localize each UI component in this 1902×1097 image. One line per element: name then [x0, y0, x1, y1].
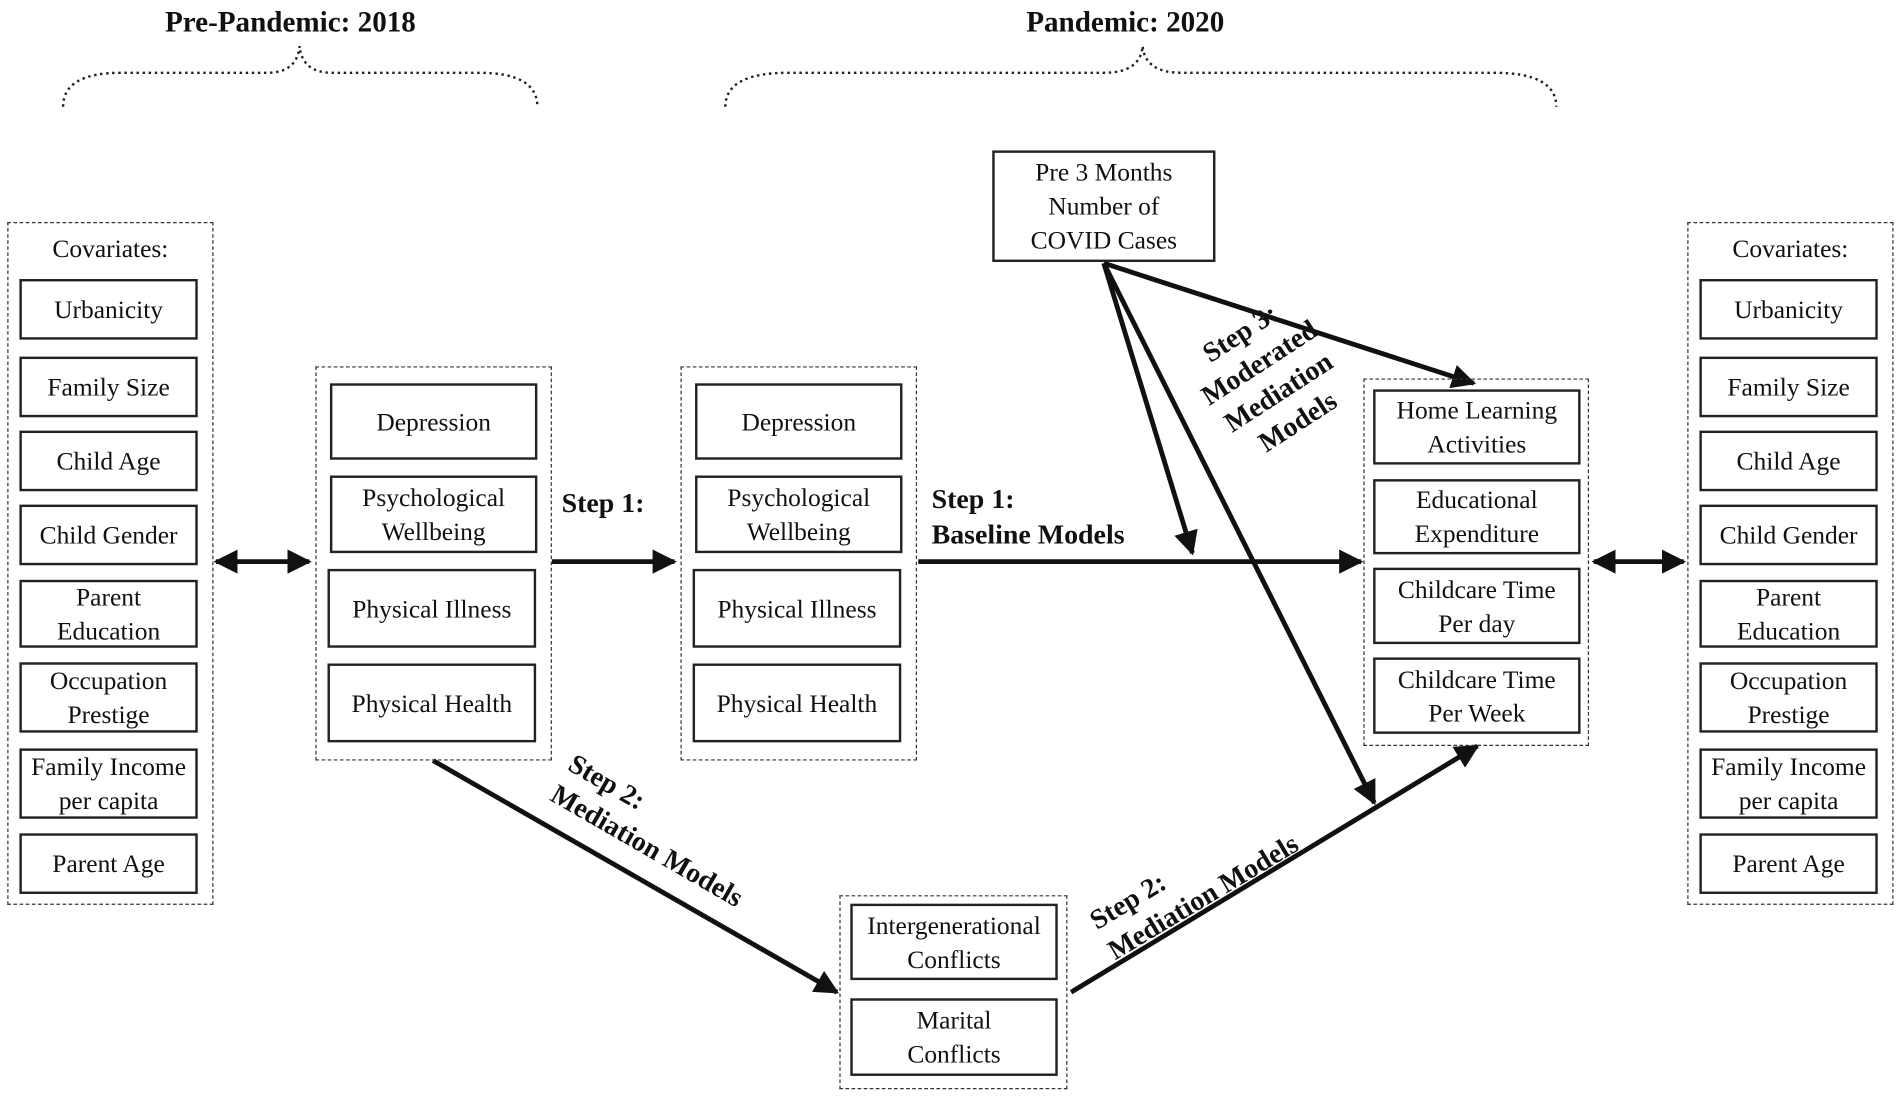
arrow-step3-to-step2 [1101, 262, 1377, 806]
outcome-educational-expenditure: Educational Expenditure [1373, 479, 1581, 555]
covariates-right-title: Covariates: [1732, 234, 1849, 264]
covariate-right-child-gender: Child Gender [1699, 504, 1878, 566]
covariate-right-child-age: Child Age [1699, 430, 1878, 492]
health-2018-physical-health: Physical Health [327, 663, 537, 743]
health-2020-psychological-wellbeing: Psychological Wellbeing [695, 475, 903, 554]
covariate-right-urbanicity: Urbanicity [1699, 278, 1878, 340]
health-2020-depression: Depression [695, 383, 903, 460]
covariate-left-urbanicity: Urbanicity [19, 278, 198, 340]
covariate-right-family-size: Family Size [1699, 356, 1878, 418]
label-step1: Step 1: [561, 487, 645, 518]
covariate-right-occupation-prestige: Occupation Prestige [1699, 662, 1878, 733]
covariates-right-group [1687, 221, 1894, 905]
covariate-left-parent-age: Parent Age [19, 833, 198, 894]
outcome-childcare-per-day: Childcare Time Per day [1373, 567, 1581, 645]
brace-pre-pandemic [61, 45, 539, 107]
covariate-left-family-size: Family Size [19, 356, 198, 418]
arrow-step2-to-outcomes [1069, 743, 1480, 995]
health-2020-physical-illness: Physical Illness [692, 568, 902, 648]
mediator-intergenerational-conflicts: Intergenerational Conflicts [850, 903, 1058, 981]
covariates-left-group [7, 221, 214, 905]
covariates-left-title: Covariates: [52, 234, 169, 264]
health-2018-physical-illness: Physical Illness [327, 568, 537, 648]
outcome-childcare-per-week: Childcare Time Per Week [1373, 657, 1581, 734]
covariate-left-parent-education: Parent Education [19, 579, 198, 648]
health-2020-group [680, 366, 918, 761]
brace-pandemic [724, 45, 1558, 107]
outcome-home-learning: Home Learning Activities [1373, 389, 1581, 465]
health-2018-group [315, 366, 552, 761]
mediators-group [839, 895, 1068, 1090]
covariate-left-family-income: Family Income per capita [19, 748, 198, 819]
health-2018-depression: Depression [329, 383, 538, 460]
covariate-right-parent-age: Parent Age [1699, 833, 1878, 894]
covariate-left-child-age: Child Age [19, 430, 198, 492]
period-pre-pandemic: Pre-Pandemic: 2018 [164, 7, 416, 39]
covariate-right-parent-education: Parent Education [1699, 579, 1878, 648]
outcomes-group [1363, 378, 1590, 746]
covariate-left-occupation-prestige: Occupation Prestige [19, 662, 198, 733]
health-2020-physical-health: Physical Health [692, 663, 902, 743]
arrow-step3-to-outcomes [1103, 260, 1477, 389]
health-2018-psychological-wellbeing: Psychological Wellbeing [329, 475, 538, 554]
arrow-step2-to-mediators [431, 758, 840, 995]
moderator-covid-cases: Pre 3 Months Number of COVID Cases [992, 150, 1216, 263]
mediator-marital-conflicts: Marital Conflicts [850, 998, 1058, 1076]
period-pandemic: Pandemic: 2020 [1026, 7, 1225, 39]
label-step1-baseline: Step 1: Baseline Models [931, 483, 1125, 550]
arrow-step3-to-baseline [1101, 262, 1198, 556]
covariate-left-child-gender: Child Gender [19, 504, 198, 566]
covariate-right-family-income: Family Income per capita [1699, 748, 1878, 819]
